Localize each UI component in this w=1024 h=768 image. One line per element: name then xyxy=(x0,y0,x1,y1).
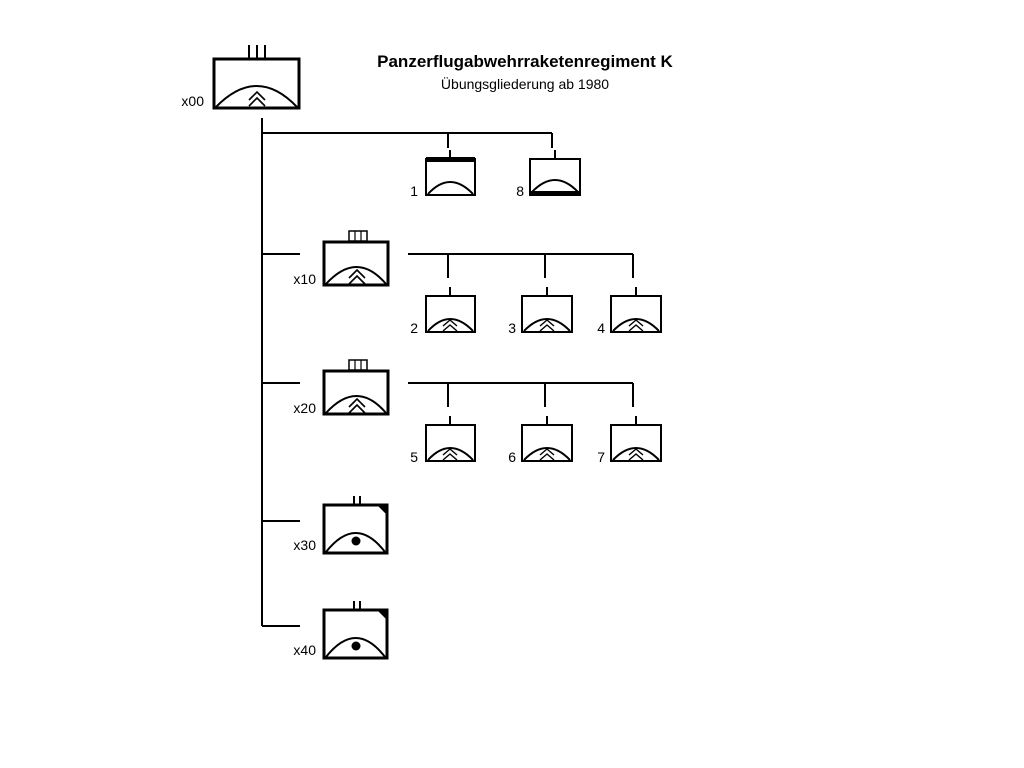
unit-x30-symbol xyxy=(322,496,389,555)
battery-7-symbol xyxy=(610,416,662,462)
label-2: 2 xyxy=(410,320,418,336)
battery-4-symbol xyxy=(610,287,662,333)
label-6: 6 xyxy=(508,449,516,465)
battalion-x20-symbol xyxy=(322,359,390,416)
battery-5-symbol xyxy=(425,416,476,462)
label-7: 7 xyxy=(597,449,605,465)
battery-1-symbol xyxy=(425,150,476,196)
label-x10: x10 xyxy=(293,271,316,287)
label-1: 1 xyxy=(410,183,418,199)
battery-6-symbol xyxy=(521,416,573,462)
label-x00: x00 xyxy=(181,93,204,109)
label-x20: x20 xyxy=(293,400,316,416)
battery-3-symbol xyxy=(521,287,573,333)
label-x40: x40 xyxy=(293,642,316,658)
regiment-symbol xyxy=(212,45,301,110)
unit-x40-symbol xyxy=(322,601,389,660)
battery-2-symbol xyxy=(425,287,476,333)
label-5: 5 xyxy=(410,449,418,465)
battery-8-symbol xyxy=(529,150,581,196)
label-3: 3 xyxy=(508,320,516,336)
label-x30: x30 xyxy=(293,537,316,553)
label-4: 4 xyxy=(597,320,605,336)
label-8: 8 xyxy=(516,183,524,199)
chart-title: Panzerflugabwehrraketenregiment K xyxy=(377,52,673,71)
chart-subtitle: Übungsgliederung ab 1980 xyxy=(440,76,610,92)
battalion-x10-symbol xyxy=(322,230,390,287)
